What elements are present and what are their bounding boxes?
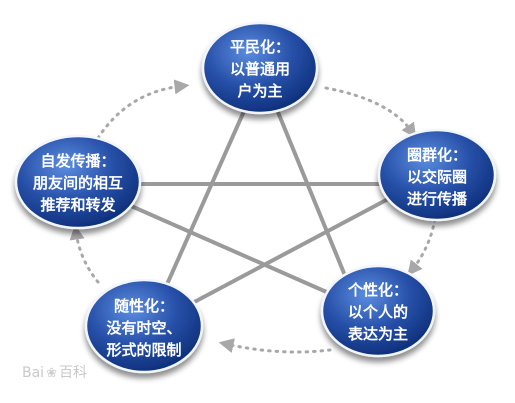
node-top: 平民化： 以普通用 户为主 (201, 21, 319, 115)
node-bottom-right-line-1: 个性化： (347, 281, 408, 299)
star-line-top-bottomright (271, 98, 357, 302)
node-bottom-right-line-2: 以个人的 (348, 303, 408, 321)
node-bottom-left-line-3: 形式的限制 (106, 341, 181, 359)
node-bottom-right-line-3: 表达为主 (348, 325, 408, 343)
star-line-left-bottomright (120, 200, 358, 307)
node-right-line-3: 进行传播 (407, 190, 468, 208)
node-right: 圈群化： 以交际圈 进行传播 (377, 128, 497, 222)
cycle-arrow-top-right (324, 86, 417, 139)
node-bottom-right: 个性化： 以个人的 表达为主 (320, 264, 436, 358)
watermark-left-text: Bai (22, 365, 45, 381)
star-line-top-bottomleft (150, 98, 251, 320)
star-line-right-bottomleft (166, 196, 392, 318)
node-right-line-2: 以交际圈 (407, 168, 467, 186)
node-left: 自发传播： 朋友间的相互 推荐和转发 (14, 134, 142, 230)
cycle-arrow-bottomleft-left (69, 224, 100, 284)
node-left-line-2: 朋友间的相互 (33, 174, 123, 192)
node-right-line-1: 圈群化： (407, 146, 467, 164)
node-left-line-1: 自发传播： (40, 152, 115, 170)
paw-icon: ❀ (46, 366, 57, 381)
node-top-line-1: 平民化： (230, 38, 290, 56)
node-top-line-2: 以普通用 (230, 60, 290, 78)
cycle-arrow-bottomright-bottomleft (218, 338, 332, 354)
node-left-line-3: 推荐和转发 (40, 196, 116, 214)
node-bottom-left: 随性化： 没有时空、 形式的限制 (84, 278, 204, 374)
node-bottom-left-line-1: 随性化： (114, 297, 174, 315)
node-bottom-left-line-2: 没有时空、 (106, 319, 181, 337)
baidu-watermark: Bai❀百科 (22, 362, 87, 382)
cycle-arrow-left-top (96, 79, 190, 140)
watermark-right-text: 百科 (58, 365, 87, 381)
node-top-line-3: 户为主 (237, 82, 282, 100)
star-connectors (118, 98, 394, 320)
